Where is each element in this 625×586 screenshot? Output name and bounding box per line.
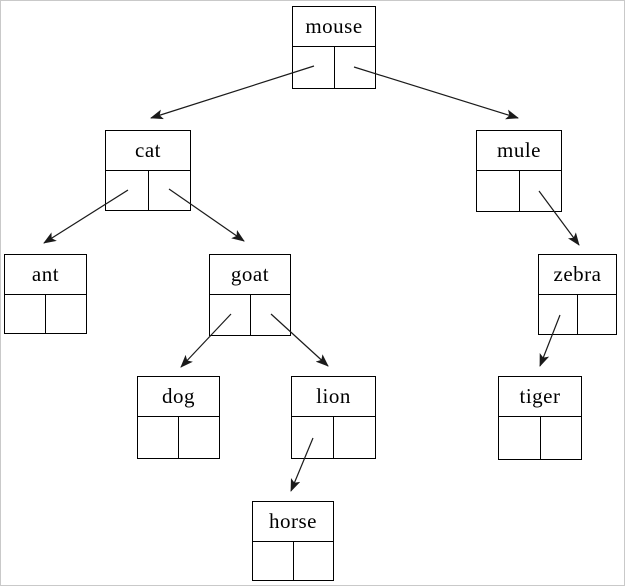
node-pointer-cells: [477, 171, 561, 211]
node-pointer-cells: [293, 47, 375, 88]
node-label-ant: ant: [5, 255, 86, 295]
node-label-zebra: zebra: [539, 255, 616, 295]
tree-node-ant: ant: [4, 254, 87, 334]
tree-node-goat: goat: [209, 254, 291, 336]
right-pointer-cell: [179, 417, 219, 458]
right-pointer-cell: [46, 295, 86, 333]
node-pointer-cells: [210, 295, 290, 335]
node-pointer-cells: [499, 417, 581, 459]
node-label-mule: mule: [477, 131, 561, 171]
node-label-tiger: tiger: [499, 377, 581, 417]
node-label-lion: lion: [292, 377, 375, 417]
node-pointer-cells: [138, 417, 219, 458]
edge-arrow-mouse-to-mule: [353, 66, 519, 120]
right-pointer-cell: [294, 542, 334, 580]
right-pointer-cell: [520, 171, 562, 211]
left-pointer-cell: [138, 417, 179, 458]
node-pointer-cells: [253, 542, 333, 580]
node-pointer-cells: [5, 295, 86, 333]
tree-node-tiger: tiger: [498, 376, 582, 460]
right-pointer-cell: [578, 295, 616, 334]
left-pointer-cell: [210, 295, 251, 335]
tree-node-dog: dog: [137, 376, 220, 459]
left-pointer-cell: [106, 171, 149, 210]
node-label-horse: horse: [253, 502, 333, 542]
left-pointer-cell: [5, 295, 46, 333]
tree-node-cat: cat: [105, 130, 191, 211]
right-pointer-cell: [541, 417, 582, 459]
left-pointer-cell: [293, 47, 335, 88]
left-pointer-cell: [539, 295, 578, 334]
node-pointer-cells: [539, 295, 616, 334]
left-pointer-cell: [499, 417, 541, 459]
right-pointer-cell: [335, 47, 376, 88]
tree-node-horse: horse: [252, 501, 334, 581]
left-pointer-cell: [253, 542, 294, 580]
left-pointer-cell: [477, 171, 520, 211]
tree-node-mule: mule: [476, 130, 562, 212]
right-pointer-cell: [334, 417, 375, 458]
node-label-goat: goat: [210, 255, 290, 295]
node-label-mouse: mouse: [293, 7, 375, 47]
node-pointer-cells: [106, 171, 190, 210]
node-pointer-cells: [292, 417, 375, 458]
node-label-dog: dog: [138, 377, 219, 417]
left-pointer-cell: [292, 417, 334, 458]
edge-arrow-mouse-to-cat: [150, 65, 315, 120]
right-pointer-cell: [251, 295, 291, 335]
node-label-cat: cat: [106, 131, 190, 171]
tree-node-zebra: zebra: [538, 254, 617, 335]
tree-node-mouse: mouse: [292, 6, 376, 89]
tree-node-lion: lion: [291, 376, 376, 459]
right-pointer-cell: [149, 171, 191, 210]
